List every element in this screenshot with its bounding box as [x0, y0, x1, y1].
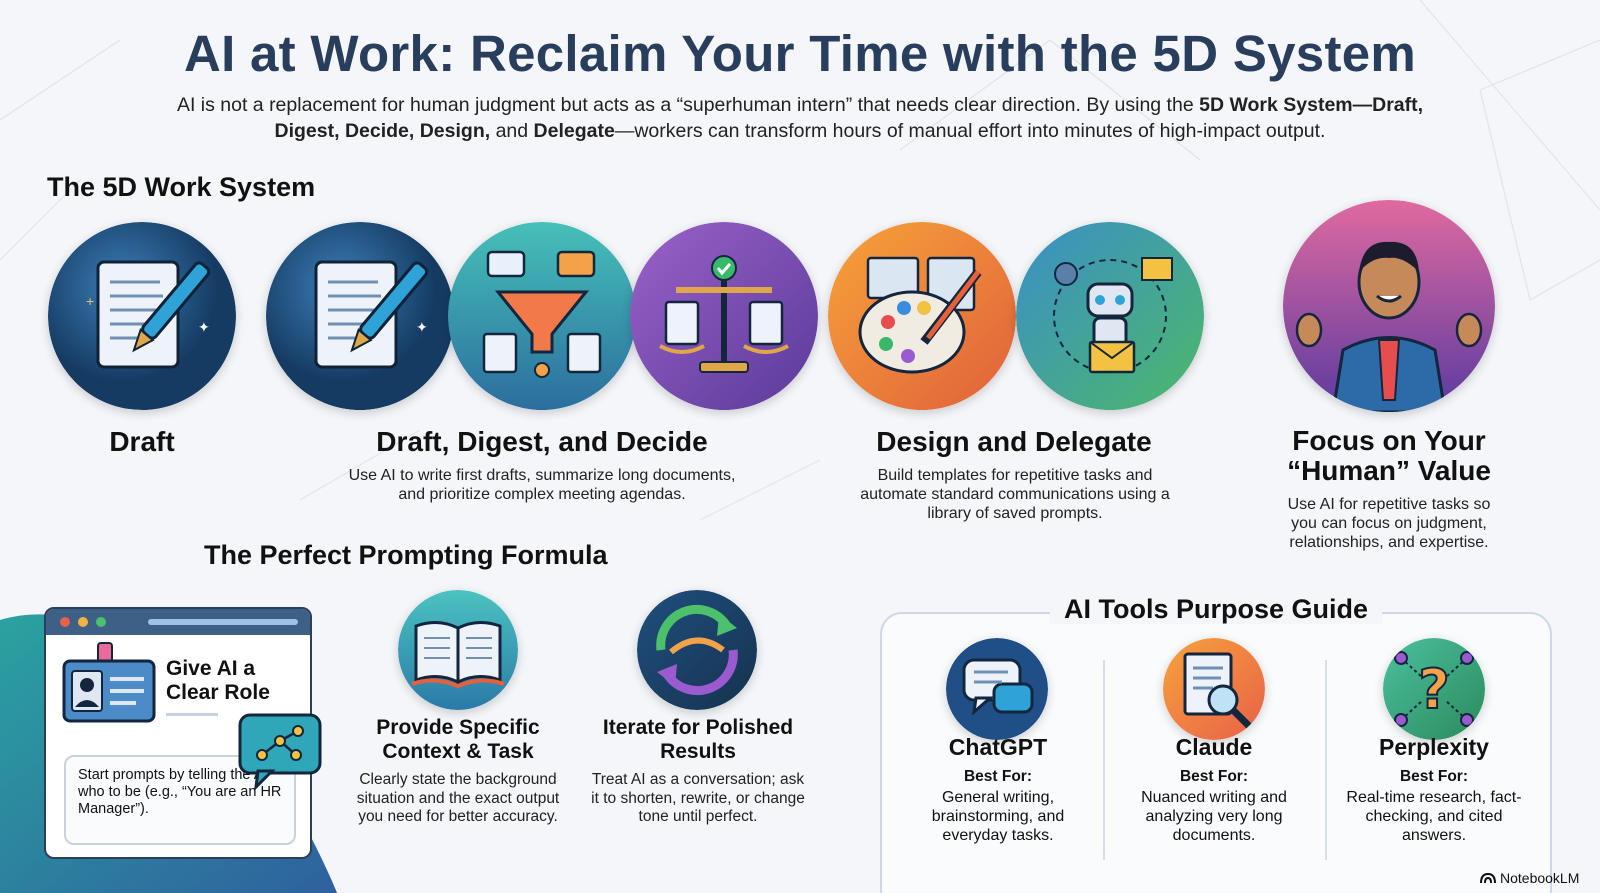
design-circle: [828, 222, 1016, 410]
balance-scale-icon: [630, 222, 818, 410]
svg-text:✦: ✦: [198, 319, 210, 335]
tool-name-chatgpt: ChatGPT: [948, 734, 1048, 760]
tool-bestfor-claude: Best For:: [1179, 768, 1249, 785]
tool-bestfor-perplexity: Best For:: [1399, 768, 1469, 785]
window-dot-yellow: [78, 617, 88, 627]
role-card: Give AI a Clear Role Start prompts by te…: [44, 607, 322, 859]
draft-circle: + ✦: [48, 222, 236, 410]
notebooklm-icon: [1480, 872, 1496, 884]
role-card-divider: [166, 713, 218, 716]
robot-delegate-icon: [1016, 222, 1204, 410]
step-desc-context: Clearly state the background situation a…: [356, 771, 560, 825]
tools-divider-1: [1103, 660, 1105, 860]
tool-name-perplexity: Perplexity: [1379, 734, 1489, 760]
tools-divider-2: [1325, 660, 1327, 860]
tool-bestfor-chatgpt: Best For:: [963, 768, 1033, 785]
digest-circle: [448, 222, 636, 410]
address-bar: [148, 619, 298, 625]
funnel-digest-icon: [448, 222, 636, 410]
palette-brush-icon: [828, 222, 1016, 410]
perplexity-circle: ?: [1383, 638, 1485, 740]
open-book-icon: [398, 590, 518, 710]
question-network-icon: ?: [1383, 638, 1485, 740]
document-magnifier-icon: [1163, 638, 1265, 740]
svg-text:?: ?: [1418, 658, 1449, 721]
group-label-draft: Draft: [109, 426, 175, 457]
tool-desc-perplexity: Real-time research, fact-checking, and c…: [1346, 789, 1522, 844]
claude-circle: [1163, 638, 1265, 740]
tool-name-claude: Claude: [1175, 734, 1253, 760]
tools-heading: AI Tools Purpose Guide: [880, 594, 1552, 625]
group-label-draft-digest-decide: Draft, Digest, and Decide: [376, 426, 708, 457]
document-pen-icon: + ✦: [48, 222, 236, 410]
tool-desc-claude: Nuanced writing and analyzing very long …: [1141, 789, 1287, 844]
role-card-title: Give AI a Clear Role: [166, 657, 270, 704]
brand-name: NotebookLM: [1500, 870, 1580, 886]
window-dot-red: [60, 617, 70, 627]
draft-circle-2: ✦: [266, 222, 454, 410]
decide-circle: [630, 222, 818, 410]
step-desc-iterate: Treat AI as a conversation; ask it to sh…: [591, 771, 805, 825]
group-desc-human-value: Use AI for repetitive tasks so you can f…: [1287, 496, 1491, 551]
group-label-human-value: Focus on Your “Human” Value: [1287, 425, 1491, 486]
chat-bubbles-icon: [946, 638, 1048, 740]
role-card-text: Start prompts by telling the AI who to b…: [64, 755, 296, 845]
id-badge-icon: [62, 642, 156, 723]
cycle-arrows-icon: [637, 590, 757, 710]
tool-desc-chatgpt: General writing, brainstorming, and ever…: [931, 789, 1065, 844]
human-value-circle: [1283, 200, 1495, 412]
document-pen-icon: ✦: [266, 222, 454, 410]
brand-logo: NotebookLM: [1480, 870, 1579, 886]
iterate-circle: [637, 590, 757, 710]
group-desc-design-delegate: Build templates for repetitive tasks and…: [860, 467, 1170, 522]
page-title: AI at Work: Reclaim Your Time with the 5…: [183, 25, 1417, 82]
chatgpt-circle: [946, 638, 1048, 740]
window-titlebar: [46, 609, 310, 635]
intro-paragraph: AI is not a replacement for human judgme…: [176, 94, 1424, 142]
professional-person-icon: [1283, 200, 1495, 412]
delegate-circle: [1016, 222, 1204, 410]
system-heading: The 5D Work System: [47, 172, 316, 202]
group-desc-draft-digest-decide: Use AI to write first drafts, summarize …: [348, 467, 736, 503]
step-title-iterate: Iterate for Polished Results: [602, 716, 794, 763]
context-circle: [398, 590, 518, 710]
svg-text:+: +: [86, 293, 94, 309]
window-dot-green: [96, 617, 106, 627]
step-title-context: Provide Specific Context & Task: [376, 716, 540, 763]
group-label-design-delegate: Design and Delegate: [876, 426, 1152, 457]
prompting-heading: The Perfect Prompting Formula: [204, 540, 608, 570]
network-chat-icon: [238, 713, 322, 791]
svg-text:✦: ✦: [416, 319, 428, 335]
